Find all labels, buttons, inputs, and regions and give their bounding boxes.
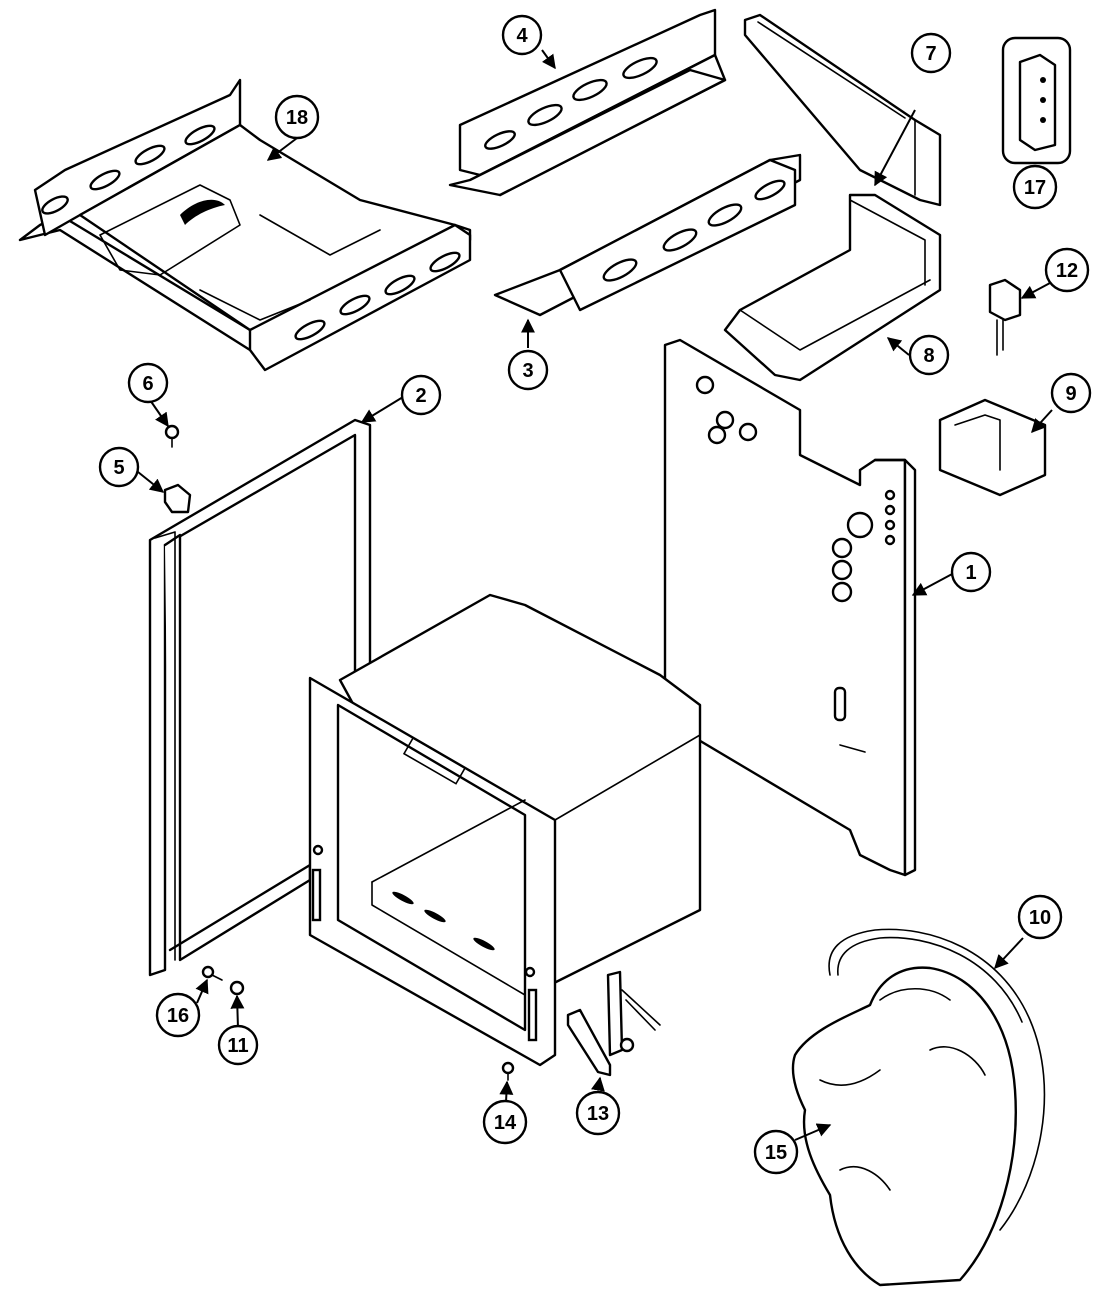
callout-8: 8 [908,334,950,376]
callout-label: 3 [522,360,533,382]
part-16-screw [201,965,223,981]
callout-7: 7 [910,32,952,74]
callout-10: 10 [1017,894,1063,940]
callout-label: 12 [1056,260,1078,282]
callout-label: 15 [765,1142,787,1164]
callout-13: 13 [575,1090,621,1136]
part-6-screw [164,424,180,448]
callout-label: 4 [516,25,528,47]
part-14-screw [501,1061,515,1081]
part-15-insulation [791,966,1017,1287]
callout-6: 6 [127,362,169,404]
callout-12: 12 [1044,247,1090,293]
callout-label: 7 [925,43,936,65]
callout-label: 14 [494,1112,517,1134]
part-17-terminal-block [1001,36,1072,165]
callout-label: 6 [142,373,153,395]
leader-lines [137,49,1053,1141]
callout-3: 3 [507,349,549,391]
part-1-side-panel [663,338,917,877]
callout-11: 11 [217,1024,259,1066]
callout-16: 16 [155,992,201,1038]
part-10-gasket [828,928,1046,1231]
callout-label: 16 [167,1005,189,1027]
callout-label: 18 [286,107,308,129]
part-4-upper-rail [448,8,727,197]
callout-4: 4 [501,14,543,56]
callout-14: 14 [482,1099,528,1145]
callout-2: 2 [400,374,442,416]
callout-label: 9 [1065,383,1076,405]
part-7-vent-duct [743,13,942,207]
callout-label: 13 [587,1103,609,1125]
part-11-nut [229,980,245,996]
callout-label: 1 [965,562,976,584]
callout-18: 18 [274,94,320,140]
callout-label: 17 [1024,177,1046,199]
callout-label: 8 [923,345,934,367]
callout-1: 1 [950,551,992,593]
part-8-duct [723,193,942,382]
callout-5: 5 [98,446,140,488]
part-5-clip [163,483,192,514]
oven-cavity [308,593,702,1067]
callout-label: 2 [415,385,426,407]
part-9-junction-box [938,398,1047,497]
part-18-top-panel [18,78,472,372]
callout-label: 11 [227,1035,248,1057]
part-13-hinge [566,970,661,1077]
callout-17: 17 [1012,164,1058,210]
callout-15: 15 [753,1129,799,1175]
callout-label: 5 [113,457,124,479]
callout-label: 10 [1029,907,1051,929]
callout-9: 9 [1050,372,1092,414]
part-12-switch [988,278,1022,356]
part-3-lower-rail [493,153,802,317]
